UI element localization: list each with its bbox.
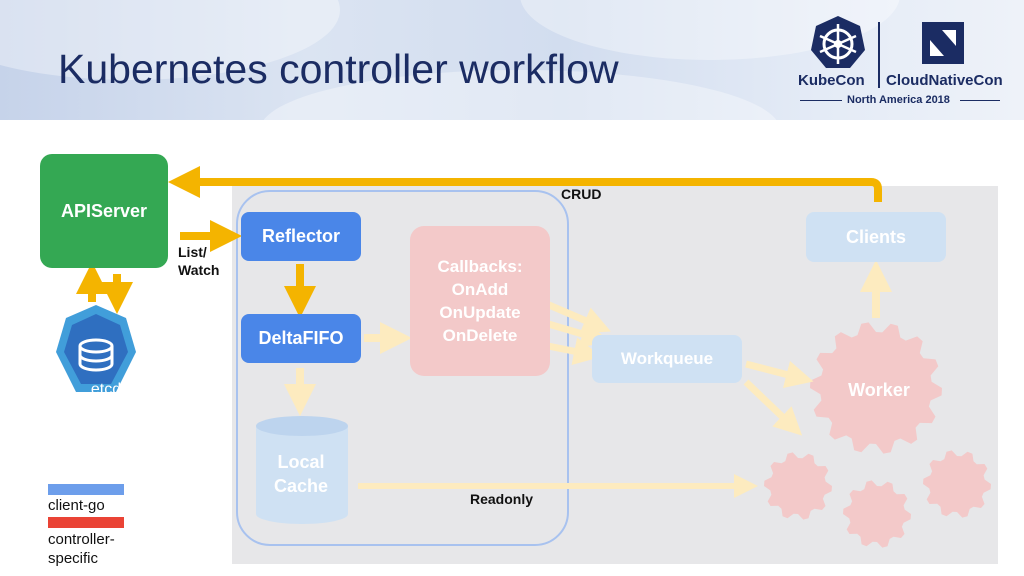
workqueue-to-worker-arrow [745,360,814,389]
kubecon-logo: KubeCon CloudNativeCon North America 201… [790,14,1010,110]
readonly-label: Readonly [470,491,534,507]
legend-controller-specific-swatch [48,517,124,528]
worker-label: Worker [848,380,910,400]
gear-small-right [923,450,991,518]
etcd-icon [56,305,136,392]
local-cache-cylinder [256,416,348,524]
clients-box: Clients [806,212,946,262]
local-cache-label: Local Cache [273,452,329,496]
logo-divider [878,22,880,88]
gear-small-middle [843,480,911,548]
deltafifo-box: DeltaFIFO [241,314,361,363]
workqueue-to-gear-arrow [743,379,803,436]
cncf-icon [922,22,964,64]
cloudnativecon-wordmark: CloudNativeCon [886,72,1003,89]
reflector-box: Reflector [241,212,361,261]
subtitle-rule-right [960,100,1000,101]
slide-header: Kubernetes controller workflow KubeCon C… [0,0,1024,120]
kubernetes-helm-icon [811,16,865,68]
gear-small-left [764,452,832,520]
etcd-label: etcd [90,381,122,398]
kubecon-wordmark: KubeCon [798,72,865,89]
legend-client-go-swatch [48,484,124,495]
crud-arrow [168,166,882,202]
apiserver-box: APIServer [40,154,168,268]
event-subtitle: North America 2018 [847,94,950,106]
legend-controller-specific-label: controller- specific [48,531,115,567]
callbacks-box: Callbacks: OnAdd OnUpdate OnDelete [410,226,550,376]
worker-gears [764,322,991,548]
crud-label: CRUD [561,186,602,202]
workqueue-box: Workqueue [592,335,742,383]
slide-title: Kubernetes controller workflow [58,46,619,92]
callbacks-label: Callbacks: OnAdd OnUpdate OnDelete [437,257,523,345]
client-go-boundary [236,190,569,546]
subtitle-rule-left [800,100,842,101]
list-watch-label: List/ Watch [178,244,220,278]
legend-client-go-label: client-go [48,497,105,514]
worker-gear-large [810,322,942,454]
